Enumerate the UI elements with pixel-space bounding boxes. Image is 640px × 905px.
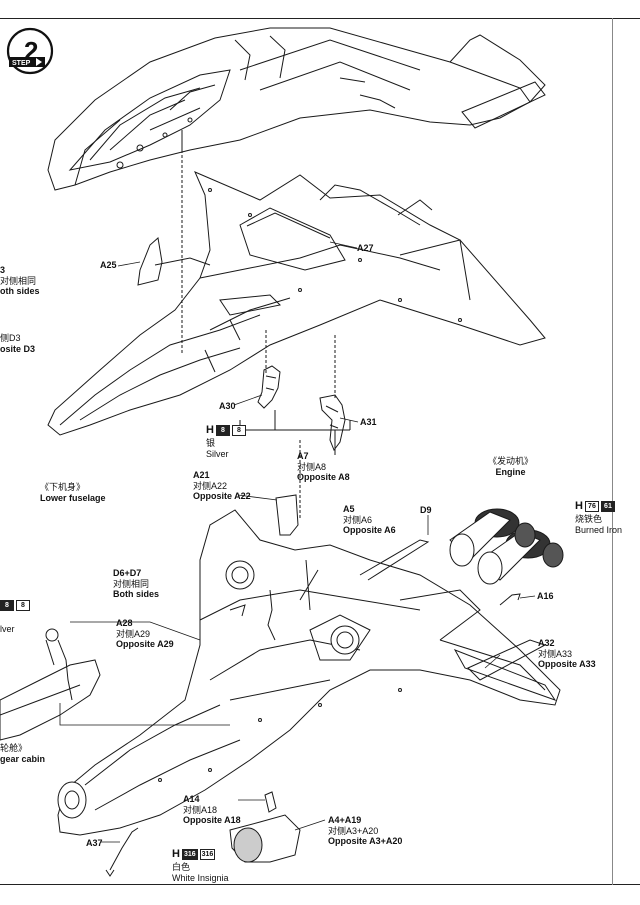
paint-iron-chip-1: 76	[584, 500, 599, 512]
bottom-rule	[0, 884, 640, 885]
label-a5-cn: 对侧A6	[343, 514, 373, 525]
label-a32-cn: 对侧A33	[538, 648, 573, 659]
label-d6d7: D6+D7 对侧相同 Both sides	[113, 568, 159, 600]
label-a21-code: A21	[193, 470, 210, 480]
paint-iron-code: H 76 61	[575, 500, 615, 512]
main-fuselage-drawing	[57, 494, 561, 877]
label-a32: A32 对侧A33 Opposite A33	[538, 638, 596, 670]
step-badge-icon: 2 STEP	[6, 27, 54, 75]
paint-silver-letter: H	[206, 424, 214, 436]
paint-silver-name: 银 Silver	[206, 438, 229, 459]
label-a21: A21 对侧A22 Opposite A22	[193, 470, 251, 502]
label-d6d7-en: Both sides	[113, 589, 160, 599]
label-a4-en: Opposite A3+A20	[328, 836, 403, 846]
label-a7-en: Opposite A8	[297, 472, 350, 482]
label-engine: 《发动机》 Engine	[488, 456, 533, 477]
paint-silver-code: H 8 8	[206, 424, 246, 436]
paint-white-chip-2: 316	[199, 848, 216, 860]
lower-fuselage-drawing	[47, 171, 546, 436]
paint-left-code: 8 8	[0, 600, 30, 611]
label-a7-cn: 对侧A8	[297, 461, 327, 472]
paint-silver-cn: 银	[206, 438, 216, 448]
paint-silver-en: Silver	[206, 448, 229, 459]
lower-fuselage-cn: 《下机身》	[40, 482, 86, 492]
paint-iron-en: Burned Iron	[575, 524, 623, 535]
label-gear-cabin: 轮舱》 gear cabin	[0, 743, 45, 764]
paint-left-chip-2: 8	[16, 600, 30, 611]
paint-iron-name: 烧铁色 Burned Iron	[575, 514, 622, 535]
leader-lines	[59, 241, 536, 843]
label-a7-code: A7	[297, 451, 309, 461]
lower-fuselage-en: Lower fuselage	[40, 492, 106, 503]
paint-silver-chip-1: 8	[215, 424, 230, 436]
label-a28-code: A28	[116, 618, 133, 628]
label-a4: A4+A19 对侧A3+A20 Opposite A3+A20	[328, 815, 402, 847]
landing-gear-cabin-drawing	[0, 628, 101, 741]
label-left-top-code: 3	[0, 265, 6, 275]
step-tag: STEP	[12, 60, 31, 67]
paint-white-cn: 白色	[172, 862, 191, 872]
label-a32-en: Opposite A33	[538, 659, 596, 669]
right-margin-rule	[612, 18, 613, 885]
paint-iron-chip-2: 61	[600, 500, 615, 512]
label-a31: A31	[360, 417, 377, 427]
paint-left-en: lver	[0, 624, 15, 634]
paint-silver-chip-2: 8	[231, 424, 246, 436]
label-a14-cn: 对侧A18	[183, 804, 218, 815]
engine-en: Engine	[495, 466, 526, 477]
gear-cabin-cn: 轮舱》	[0, 743, 28, 753]
label-a32-code: A32	[538, 638, 555, 648]
label-a4-cn: 对侧A3+A20	[328, 825, 379, 836]
label-left-top-cn: 对侧相同	[0, 275, 37, 286]
label-left-d3: 侧D3 osite D3	[0, 333, 35, 354]
label-a37: A37	[86, 838, 103, 848]
label-a21-en: Opposite A22	[193, 491, 251, 501]
label-left-d3-en: osite D3	[0, 343, 36, 354]
label-left-d3-cn: 侧D3	[0, 333, 21, 343]
label-a5-code: A5	[343, 504, 355, 514]
label-a5: A5 对侧A6 Opposite A6	[343, 504, 396, 536]
label-a27: A27	[357, 243, 374, 253]
label-d6d7-code: D6+D7	[113, 568, 142, 578]
paint-white-code: H 316 316	[172, 848, 216, 860]
parts-a30-a31	[239, 365, 351, 455]
guide-lines	[181, 150, 336, 520]
upper-fuselage-drawing	[47, 27, 546, 191]
label-d9: D9	[420, 505, 432, 515]
paint-white-chip-1: 316	[181, 848, 198, 860]
label-d6d7-cn: 对侧相同	[113, 578, 150, 589]
label-a21-cn: 对侧A22	[193, 480, 228, 491]
label-a16: A16	[537, 591, 554, 601]
label-a7: A7 对侧A8 Opposite A8	[297, 451, 350, 483]
label-left-top-en: oth sides	[0, 286, 40, 296]
paint-iron-cn: 烧铁色	[575, 514, 603, 524]
label-a28: A28 对侧A29 Opposite A29	[116, 618, 174, 650]
paint-white-letter: H	[172, 848, 180, 860]
label-a4-code: A4+A19	[328, 815, 362, 825]
paint-iron-letter: H	[575, 500, 583, 512]
paint-white-name: 白色 White Insignia	[172, 862, 229, 883]
label-a14-en: Opposite A18	[183, 815, 241, 825]
label-a28-en: Opposite A29	[116, 639, 174, 649]
engine-cn: 《发动机》	[488, 456, 534, 466]
paint-white-en: White Insignia	[172, 872, 229, 883]
label-a5-en: Opposite A6	[343, 525, 396, 535]
label-a30: A30	[219, 401, 236, 411]
paint-left-chip-1: 8	[0, 600, 14, 611]
engine-drawing	[449, 508, 564, 585]
label-a14: A14 对侧A18 Opposite A18	[183, 794, 241, 826]
label-left-top: 3 对侧相同 oth sides	[0, 265, 40, 297]
label-lower-fuselage: 《下机身》 Lower fuselage	[40, 482, 106, 503]
gear-cabin-en: gear cabin	[0, 753, 46, 764]
label-a28-cn: 对侧A29	[116, 628, 151, 639]
top-rule	[0, 18, 640, 19]
label-a25: A25	[100, 260, 117, 270]
label-a14-code: A14	[183, 794, 200, 804]
